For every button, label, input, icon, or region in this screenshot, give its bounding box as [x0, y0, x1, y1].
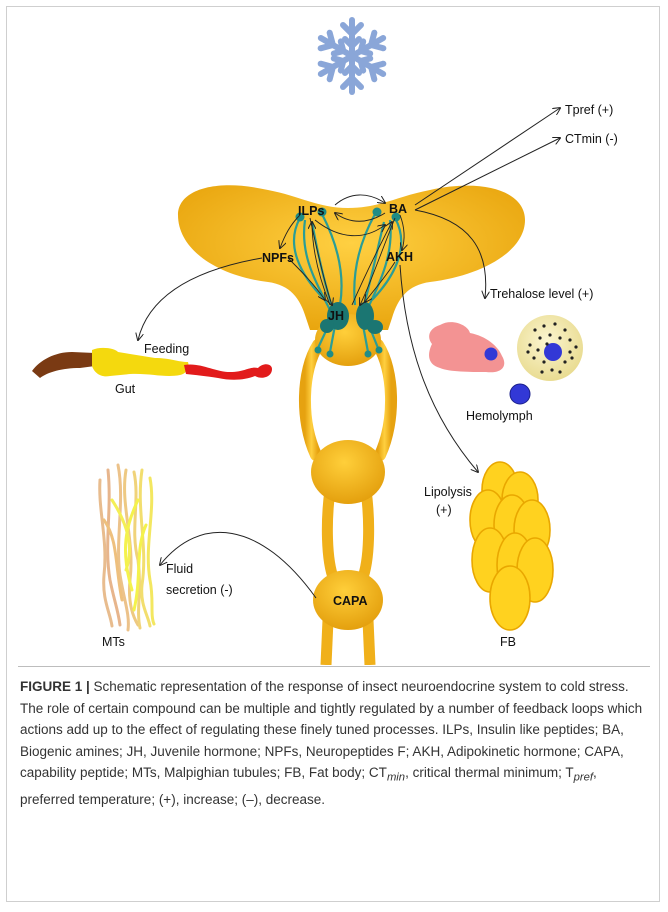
hemolymph-cells	[429, 315, 583, 404]
fat-body	[470, 462, 553, 630]
caption-sub-pref: pref	[574, 772, 593, 784]
label-fluid-secretion: secretion (-)	[166, 583, 233, 597]
label-lipolysis: Lipolysis	[424, 485, 472, 499]
label-capa: CAPA	[333, 594, 368, 608]
label-ilps: ILPs	[298, 204, 324, 218]
caption-separator	[18, 666, 650, 667]
label-feeding: Feeding	[144, 342, 189, 356]
snowflake-icon	[316, 20, 387, 92]
label-jh: JH	[328, 309, 344, 323]
label-hemolymph: Hemolymph	[466, 409, 533, 423]
thoracic-ganglion	[311, 440, 385, 504]
label-ba: BA	[389, 202, 407, 216]
figure-caption: FIGURE 1 | Schematic representation of t…	[20, 676, 652, 811]
malpighian-tubules	[100, 465, 154, 630]
label-tpref: Tpref (+)	[565, 103, 613, 117]
label-akh: AKH	[386, 250, 413, 264]
caption-sub-min: min	[387, 772, 405, 784]
label-trehalose: Trehalose level (+)	[490, 287, 593, 301]
label-ctmin: CTmin (-)	[565, 132, 618, 146]
caption-label: FIGURE 1 |	[20, 679, 90, 694]
label-npfs: NPFs	[262, 251, 294, 265]
label-fluid: Fluid	[166, 562, 193, 576]
label-mts: MTs	[102, 635, 125, 649]
label-lipolysis-sign: (+)	[436, 503, 452, 517]
neuroendocrine-diagram: ILPs BA NPFs AKH JH CAPA Tpref (+) CTmin…	[0, 0, 668, 665]
label-fb: FB	[500, 635, 516, 649]
label-gut: Gut	[115, 382, 136, 396]
caption-text-b: , critical thermal minimum; T	[405, 765, 574, 780]
